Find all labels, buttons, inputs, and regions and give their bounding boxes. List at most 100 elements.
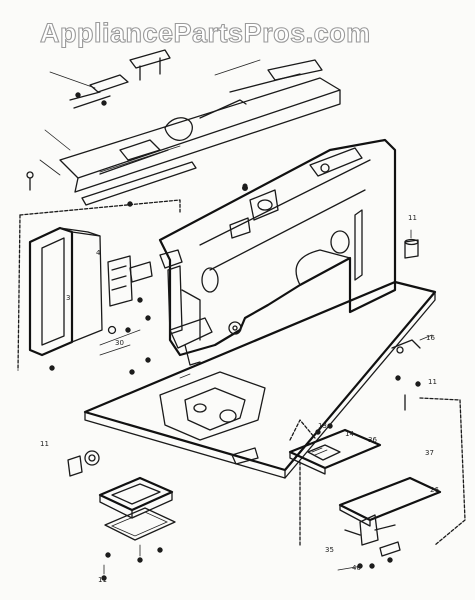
screw-icon bbox=[101, 575, 107, 581]
bobbin-pin bbox=[67, 455, 83, 477]
part-label: 37 bbox=[425, 449, 434, 457]
part-label: 35 bbox=[325, 546, 334, 554]
arm-right-slot bbox=[354, 209, 363, 281]
machine-body bbox=[158, 138, 397, 366]
screw-icon bbox=[137, 297, 143, 303]
screw-icon bbox=[387, 557, 393, 563]
side-cover-assembly bbox=[17, 199, 181, 375]
part-label: 16 bbox=[426, 334, 435, 342]
hinge-leader bbox=[419, 334, 433, 341]
washer-icon bbox=[107, 325, 117, 335]
screw-icon bbox=[105, 552, 111, 558]
slide-plate-assembly bbox=[288, 394, 466, 571]
arm-hub-ring bbox=[257, 199, 273, 211]
part-label: 36 bbox=[368, 436, 377, 444]
knob-assembly bbox=[404, 229, 419, 259]
part-label: 11 bbox=[408, 214, 417, 222]
screw-icon bbox=[75, 92, 81, 98]
screw-icon bbox=[369, 563, 375, 569]
knob bbox=[404, 239, 419, 259]
side-dashed-frame-left bbox=[17, 214, 21, 371]
part-label: 11 bbox=[98, 576, 107, 584]
bobbin-winder-icon bbox=[84, 450, 100, 466]
slide-clip bbox=[379, 541, 401, 557]
screw-icon bbox=[415, 381, 421, 387]
arm-base-hole bbox=[228, 321, 242, 335]
top-cover-plate bbox=[59, 77, 341, 179]
arm-top-plate bbox=[309, 147, 363, 177]
needle-bar-housing bbox=[167, 265, 183, 335]
part-label: 11 bbox=[428, 378, 437, 386]
arm-top-pin bbox=[242, 183, 248, 189]
screw-icon bbox=[327, 423, 333, 429]
arm-throat bbox=[295, 249, 351, 286]
bottom-plate-inner bbox=[111, 483, 161, 505]
head-block bbox=[159, 249, 183, 269]
bobbin-winder-core bbox=[88, 454, 96, 462]
bottom-plate-assembly bbox=[67, 450, 176, 581]
side-cover-panel bbox=[28, 226, 74, 357]
needle-plate bbox=[288, 428, 382, 470]
screw-icon bbox=[145, 357, 151, 363]
part-label: 3 bbox=[66, 294, 70, 302]
slide-plate-edge bbox=[339, 504, 371, 527]
side-cover-inner bbox=[41, 237, 65, 346]
part-label: 14 bbox=[345, 430, 354, 438]
bottom-leader-lines bbox=[103, 544, 141, 575]
part-label: 13 bbox=[318, 422, 327, 430]
upper-bracket-legs bbox=[139, 57, 161, 81]
side-clip bbox=[129, 261, 153, 283]
side-cover-depth bbox=[71, 231, 103, 343]
head-cam bbox=[201, 267, 219, 293]
watermark: AppliancePartsPros.com bbox=[40, 18, 371, 48]
bobbin-shuttle bbox=[193, 403, 207, 413]
part-callouts: 11 16 11 13 14 36 37 26 35 40 11 30 4 3 … bbox=[40, 214, 439, 584]
arm-top-screw bbox=[320, 163, 330, 173]
top-cover-ridge bbox=[229, 73, 301, 93]
screw-icon bbox=[145, 315, 151, 321]
bed-plate-front-edge bbox=[84, 411, 286, 479]
upper-links bbox=[69, 91, 111, 109]
top-cover-lid bbox=[81, 161, 197, 206]
arm-base-hole-core bbox=[232, 325, 238, 331]
top-cover-block bbox=[119, 139, 161, 161]
side-bracket bbox=[107, 255, 133, 307]
part-label: 4 bbox=[96, 249, 101, 257]
upper-left-leaders bbox=[39, 129, 71, 176]
bottom-gasket-inner bbox=[110, 511, 168, 537]
arm-top-ridge bbox=[199, 159, 371, 246]
upper-leader-lines bbox=[49, 59, 261, 89]
part-label: 40 bbox=[352, 564, 361, 572]
slide-spring-arms bbox=[344, 524, 396, 536]
bobbin-case bbox=[219, 409, 237, 423]
arm-small-plate bbox=[229, 217, 251, 239]
machine-arm bbox=[158, 138, 397, 357]
arm-mid-ridge bbox=[209, 189, 366, 271]
knob-top bbox=[404, 238, 419, 246]
top-cover-edge bbox=[74, 89, 341, 193]
part-label: 26 bbox=[430, 486, 439, 494]
bottom-gasket bbox=[104, 507, 176, 541]
bed-slot-plate bbox=[231, 447, 259, 465]
bobbin-area bbox=[159, 371, 266, 441]
screw-icon bbox=[129, 369, 135, 375]
side-dashed-frame-top bbox=[19, 199, 181, 216]
side-leader-lines bbox=[99, 329, 141, 356]
top-cover-hook bbox=[164, 117, 193, 141]
arm-hole bbox=[330, 230, 350, 254]
arm-top-hub bbox=[249, 189, 279, 221]
bed-plate bbox=[83, 280, 437, 479]
top-cover-slot bbox=[267, 59, 323, 81]
washer-icon bbox=[26, 171, 34, 179]
side-cover-top-edge bbox=[59, 227, 101, 237]
screw-icon bbox=[101, 100, 107, 106]
slide-leader-top bbox=[289, 419, 316, 441]
screw-icon bbox=[315, 429, 321, 435]
upper-lever bbox=[89, 74, 129, 93]
slide-spring bbox=[359, 514, 379, 546]
slide-leader-bottom bbox=[337, 565, 363, 571]
needle-plate-slot bbox=[307, 444, 341, 461]
part-label: 30 bbox=[115, 339, 124, 347]
presser-foot-base bbox=[169, 317, 213, 349]
